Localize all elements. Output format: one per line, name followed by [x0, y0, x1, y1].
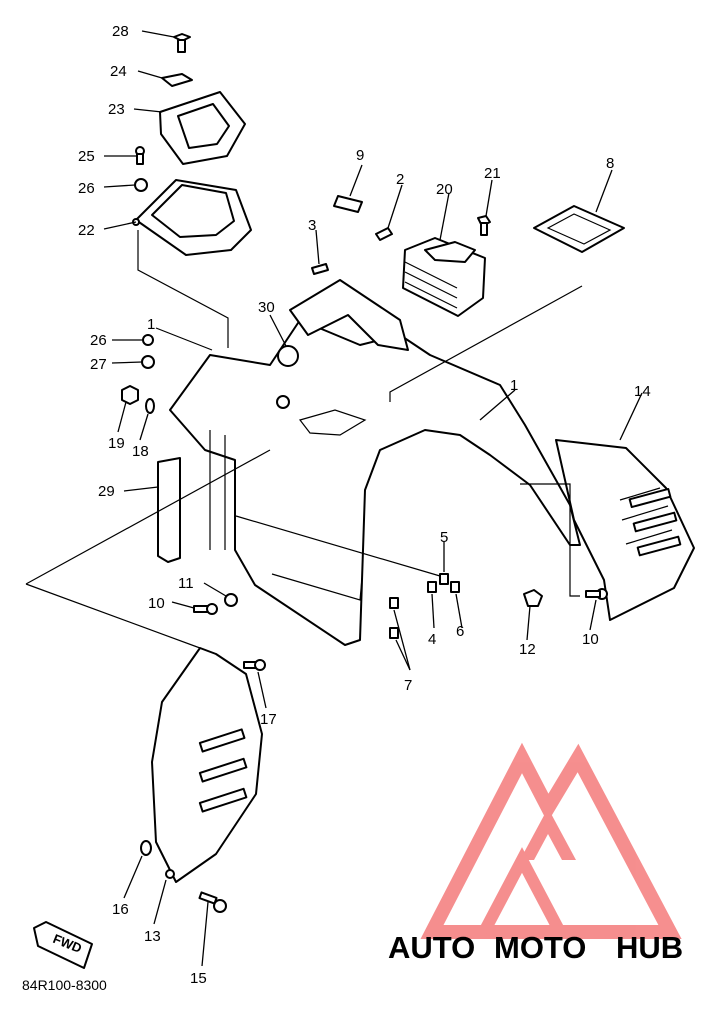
callout-9: 9	[356, 147, 364, 164]
callout-21: 21	[484, 165, 501, 182]
callout-17: 17	[260, 711, 277, 728]
watermark-hub: HUB	[616, 930, 683, 965]
part-6	[450, 581, 460, 593]
callout-25: 25	[78, 148, 95, 165]
bolt-10-right	[585, 588, 608, 600]
part-7a	[389, 597, 399, 609]
callout-14: 14	[634, 383, 651, 400]
bolt-25	[135, 146, 145, 165]
nut-26	[142, 334, 154, 346]
part-12	[523, 589, 543, 607]
callout-16: 16	[112, 901, 129, 918]
callout-20: 20	[436, 181, 453, 198]
callout-19: 19	[108, 435, 125, 452]
callout-6: 6	[456, 623, 464, 640]
callout-2: 2	[396, 171, 404, 188]
fender-1	[169, 279, 581, 646]
part-7b	[389, 627, 399, 639]
leader-lines	[103, 30, 643, 967]
bolt-15	[198, 891, 227, 913]
callout-24: 24	[110, 63, 127, 80]
part-3	[311, 263, 329, 275]
callout-23: 23	[108, 101, 125, 118]
callout-7: 7	[404, 677, 412, 694]
callout-11: 11	[178, 575, 194, 592]
side-cover-14	[555, 439, 695, 621]
callout-8: 8	[606, 155, 614, 172]
screw-21	[477, 215, 491, 236]
callout-26: 26	[78, 180, 95, 197]
callout-12: 12	[519, 641, 536, 658]
label-8	[533, 205, 625, 253]
bolt-10-left	[193, 603, 218, 615]
plate-24	[161, 73, 193, 87]
assembly-lines	[25, 230, 583, 649]
part-16	[140, 840, 152, 856]
fwd-arrow-icon	[33, 921, 93, 969]
callout-28: 28	[112, 23, 129, 40]
bracket-29	[157, 457, 181, 563]
part-5	[439, 573, 449, 585]
side-cover-13	[151, 647, 263, 883]
callout-22: 22	[78, 222, 95, 239]
callout-3: 3	[308, 217, 316, 234]
callout-4: 4	[428, 631, 436, 648]
callout-10: 10	[148, 595, 165, 612]
screw-28	[173, 33, 191, 53]
callout-27: 27	[90, 356, 107, 373]
part-9	[333, 195, 363, 213]
callout-1: 1	[510, 377, 518, 394]
nut-27	[141, 355, 155, 369]
callout-26: 26	[90, 332, 107, 349]
part-code: 84R100-8300	[22, 977, 107, 993]
callout-1: 1	[147, 316, 155, 333]
callout-15: 15	[190, 970, 207, 987]
callout-5: 5	[440, 529, 448, 546]
callout-30: 30	[258, 299, 275, 316]
part-4	[427, 581, 437, 593]
part-2	[375, 227, 393, 241]
callout-18: 18	[132, 443, 149, 460]
cover-23	[159, 91, 246, 165]
automotohub-logo-icon	[420, 742, 682, 939]
watermark-moto: MOTO	[494, 930, 586, 965]
screw-17	[243, 659, 266, 671]
housing-22	[132, 179, 252, 256]
watermark-auto: AUTO	[388, 930, 475, 965]
part-18	[145, 398, 155, 414]
callout-29: 29	[98, 483, 115, 500]
nut-26-top	[134, 178, 148, 192]
battery-20	[402, 237, 486, 317]
part-19	[121, 385, 139, 405]
callout-13: 13	[144, 928, 161, 945]
callout-10: 10	[582, 631, 599, 648]
washer-11	[224, 593, 238, 607]
